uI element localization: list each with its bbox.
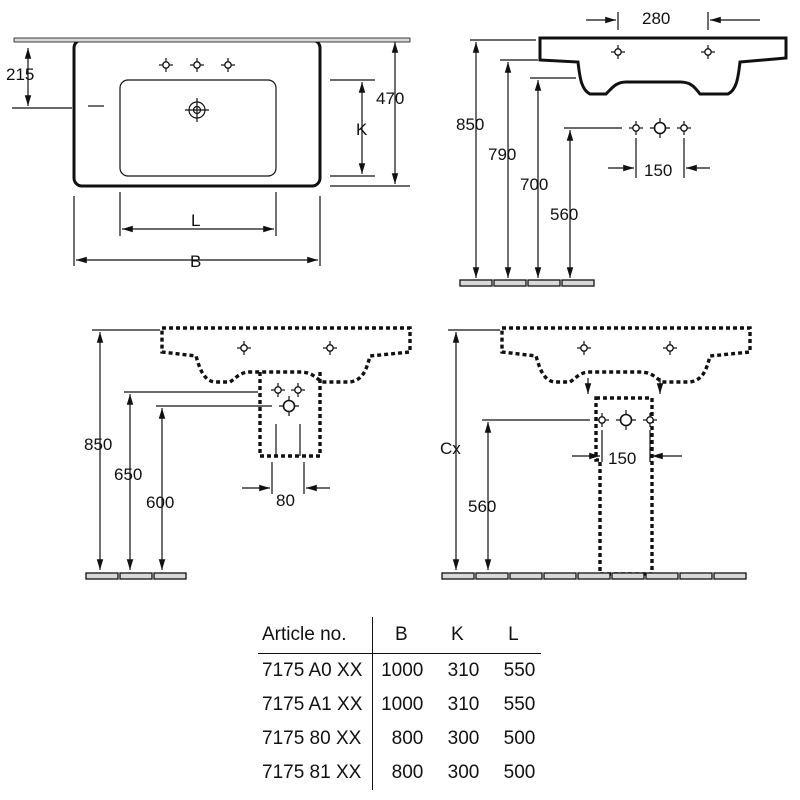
cell-article: 7175 A1 XX bbox=[258, 688, 374, 722]
dim-l: L bbox=[191, 211, 200, 230]
floor-side bbox=[459, 279, 595, 287]
basin-front-dashed bbox=[160, 326, 412, 384]
dim-k: K bbox=[356, 120, 368, 139]
floor-front-siphon bbox=[85, 572, 187, 580]
valve-front-icon bbox=[278, 395, 300, 417]
header-k: K bbox=[429, 617, 486, 654]
cell-article: 7175 81 XX bbox=[258, 756, 374, 790]
dim-280: 280 bbox=[642, 9, 670, 28]
basin-front-pedestal-dashed bbox=[500, 326, 752, 384]
siphon-dashed bbox=[258, 372, 322, 458]
cell-k: 300 bbox=[447, 762, 480, 783]
cell-article: 7175 80 XX bbox=[258, 722, 374, 756]
dim-850-side: 850 bbox=[456, 115, 484, 134]
dim-560-side: 560 bbox=[550, 205, 578, 224]
dim-470: 470 bbox=[376, 89, 404, 108]
table-row: 7175 A0 XX 1000 310 550 bbox=[258, 653, 541, 688]
valve-icon bbox=[649, 117, 671, 139]
dim-560-pedestal: 560 bbox=[468, 497, 496, 516]
table-row: 7175 A1 XX 1000 310 550 bbox=[258, 688, 541, 722]
cell-l: 550 bbox=[503, 660, 536, 681]
cell-b: 1000 bbox=[381, 660, 424, 681]
cell-k: 300 bbox=[447, 728, 480, 749]
floor-front-pedestal bbox=[441, 572, 747, 580]
dimension-table-wrap: Article no. B K L 7175 A0 XX 1000 310 55… bbox=[258, 617, 558, 790]
tap-hole-center-icon bbox=[189, 57, 205, 73]
dim-215: 215 bbox=[6, 65, 34, 84]
table-row: 7175 81 XX 800 300 500 bbox=[258, 756, 541, 790]
dim-150-side: 150 bbox=[644, 161, 672, 180]
front-view-siphon: 850 650 600 80 bbox=[84, 326, 412, 580]
bowl-outline-top bbox=[119, 79, 277, 177]
cell-l: 500 bbox=[503, 762, 536, 783]
dim-650: 650 bbox=[114, 465, 142, 484]
cell-l: 550 bbox=[503, 694, 536, 715]
side-view: 280 850 790 700 560 150 bbox=[456, 9, 788, 287]
dimension-table: Article no. B K L 7175 A0 XX 1000 310 55… bbox=[258, 617, 542, 790]
drain-icon bbox=[185, 98, 209, 122]
table-row: 7175 80 XX 800 300 500 bbox=[258, 722, 541, 756]
header-b: B bbox=[372, 617, 430, 654]
dim-150-pedestal: 150 bbox=[608, 449, 636, 468]
basin-side-profile bbox=[538, 36, 788, 96]
header-article: Article no. bbox=[258, 617, 374, 654]
cell-b: 800 bbox=[391, 728, 424, 749]
cell-k: 310 bbox=[447, 694, 480, 715]
dim-850-front: 850 bbox=[84, 435, 112, 454]
cell-l: 500 bbox=[503, 728, 536, 749]
dim-600: 600 bbox=[146, 493, 174, 512]
top-view: 215 470 K L B bbox=[6, 37, 411, 271]
header-l: L bbox=[485, 617, 542, 654]
dim-790: 790 bbox=[488, 145, 516, 164]
cell-k: 310 bbox=[447, 660, 480, 681]
front-view-pedestal: 150 Cx 560 bbox=[440, 326, 752, 580]
cell-b: 800 bbox=[391, 762, 424, 783]
cell-article: 7175 A0 XX bbox=[258, 653, 374, 688]
valve-pedestal-icon bbox=[615, 409, 637, 431]
cell-b: 1000 bbox=[381, 694, 424, 715]
tap-hole-right-icon bbox=[220, 57, 236, 73]
dim-b: B bbox=[190, 252, 201, 271]
dim-cx: Cx bbox=[440, 439, 461, 458]
tap-hole-left-icon bbox=[158, 57, 174, 73]
dim-700: 700 bbox=[520, 175, 548, 194]
dim-80: 80 bbox=[276, 491, 295, 510]
table-header-row: Article no. B K L bbox=[258, 617, 542, 654]
